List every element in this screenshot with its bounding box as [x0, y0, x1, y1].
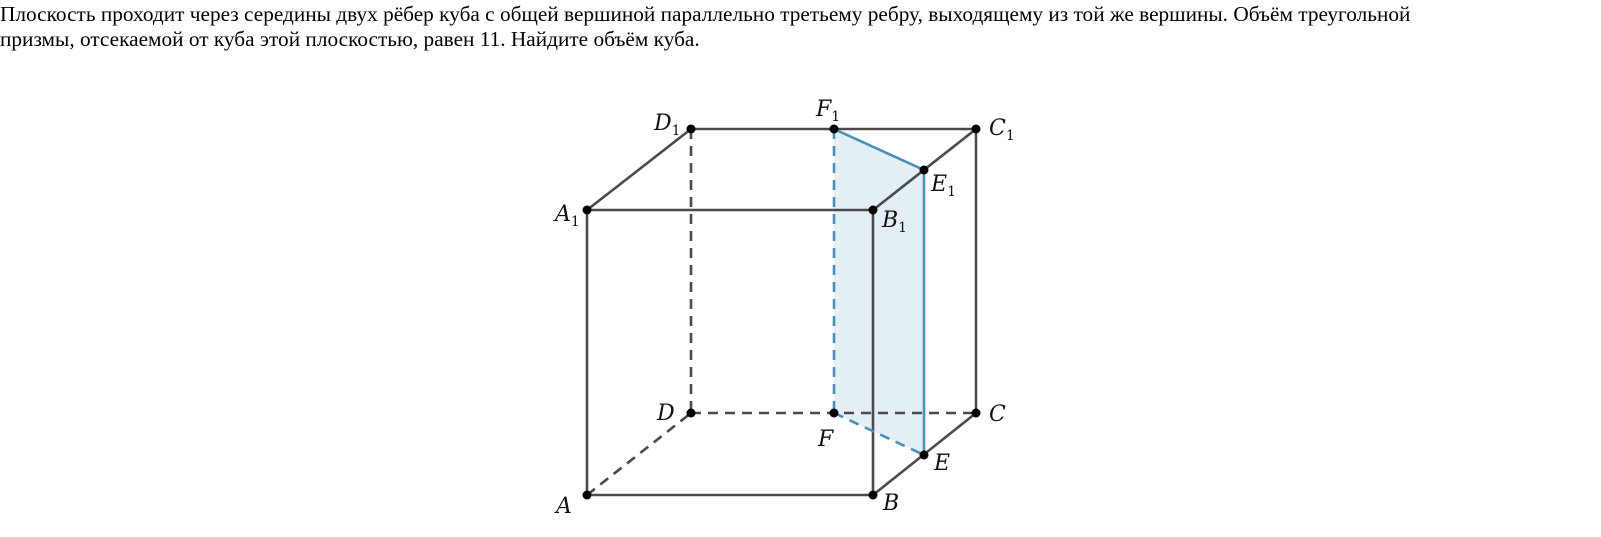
segment-f1e1 — [833, 127, 925, 172]
edge-a1d1 — [586, 127, 692, 212]
label-b: B — [882, 491, 899, 516]
edge-ad — [586, 411, 692, 497]
point-e — [919, 450, 929, 460]
label-a1: A1 — [553, 202, 580, 230]
label-f: F — [817, 427, 834, 452]
point-b1 — [868, 205, 878, 215]
point-a — [582, 490, 592, 500]
label-f1: F1 — [815, 97, 840, 125]
section-lines — [832, 127, 926, 457]
point-e1 — [919, 165, 929, 175]
problem-statement: Плоскость проходит через середины двух р… — [0, 0, 1601, 52]
point-b — [868, 490, 878, 500]
vertex-labels: D1 F1 C1 E1 A1 B1 D C F E A B — [553, 97, 1015, 519]
problem-text-line-1: Плоскость проходит через середины двух р… — [0, 2, 1411, 26]
label-a: A — [554, 494, 572, 519]
point-f1 — [829, 124, 839, 134]
point-d1 — [686, 124, 696, 134]
problem-text-line-2: призмы, отсекаемой от куба этой плоскост… — [0, 27, 700, 51]
point-a1 — [582, 205, 592, 215]
point-c — [971, 408, 981, 418]
label-c: C — [989, 402, 1006, 427]
label-d: D — [656, 401, 675, 426]
point-f — [829, 408, 839, 418]
label-d1: D1 — [653, 111, 681, 139]
label-e1: E1 — [930, 172, 956, 200]
section-plane — [834, 129, 924, 455]
label-c1: C1 — [989, 116, 1015, 144]
label-e: E — [933, 451, 950, 476]
point-d — [686, 408, 696, 418]
label-b1: B1 — [881, 208, 907, 236]
point-c1 — [971, 124, 981, 134]
vertex-points — [582, 124, 981, 500]
